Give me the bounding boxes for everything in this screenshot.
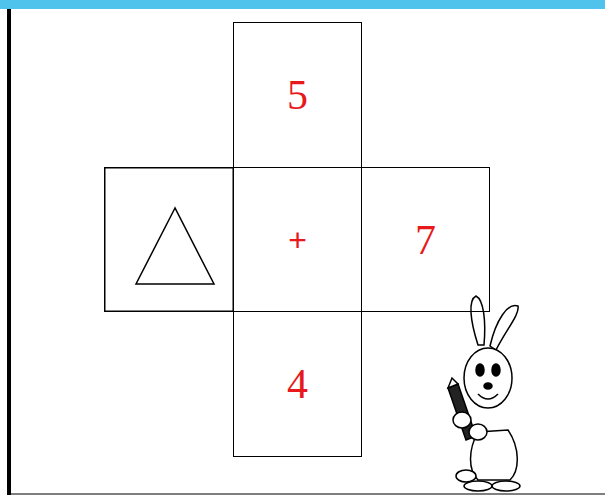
top-bar: [0, 0, 605, 9]
rabbit-ear: [490, 305, 518, 350]
rabbit-eye: [492, 364, 500, 376]
square-number: +: [288, 224, 307, 256]
rabbit-illustration: [448, 296, 520, 491]
pencil-tip: [448, 378, 458, 388]
triangle-symbol: [136, 208, 214, 284]
net-square: 7: [361, 167, 490, 312]
rabbit-foot: [464, 481, 492, 491]
rabbit-paw: [453, 412, 471, 428]
rabbit-paw: [469, 424, 487, 440]
rabbit-foot: [492, 481, 520, 491]
square-number: 5: [287, 74, 308, 116]
bottom-edge: [11, 494, 605, 495]
rabbit-nose: [484, 383, 492, 389]
square-number: 7: [415, 219, 436, 261]
rabbit-eye: [476, 364, 484, 376]
net-square: +: [233, 167, 362, 312]
rabbit-ear: [471, 296, 485, 345]
rabbit-mouth: [478, 394, 498, 399]
rabbit-head: [464, 348, 512, 408]
net-square: 5: [233, 22, 362, 168]
left-bar: [7, 9, 11, 495]
rabbit-tail: [456, 470, 476, 482]
square-number: 4: [287, 363, 308, 405]
triangle-square: [105, 168, 234, 312]
net-square: 4: [233, 311, 362, 457]
